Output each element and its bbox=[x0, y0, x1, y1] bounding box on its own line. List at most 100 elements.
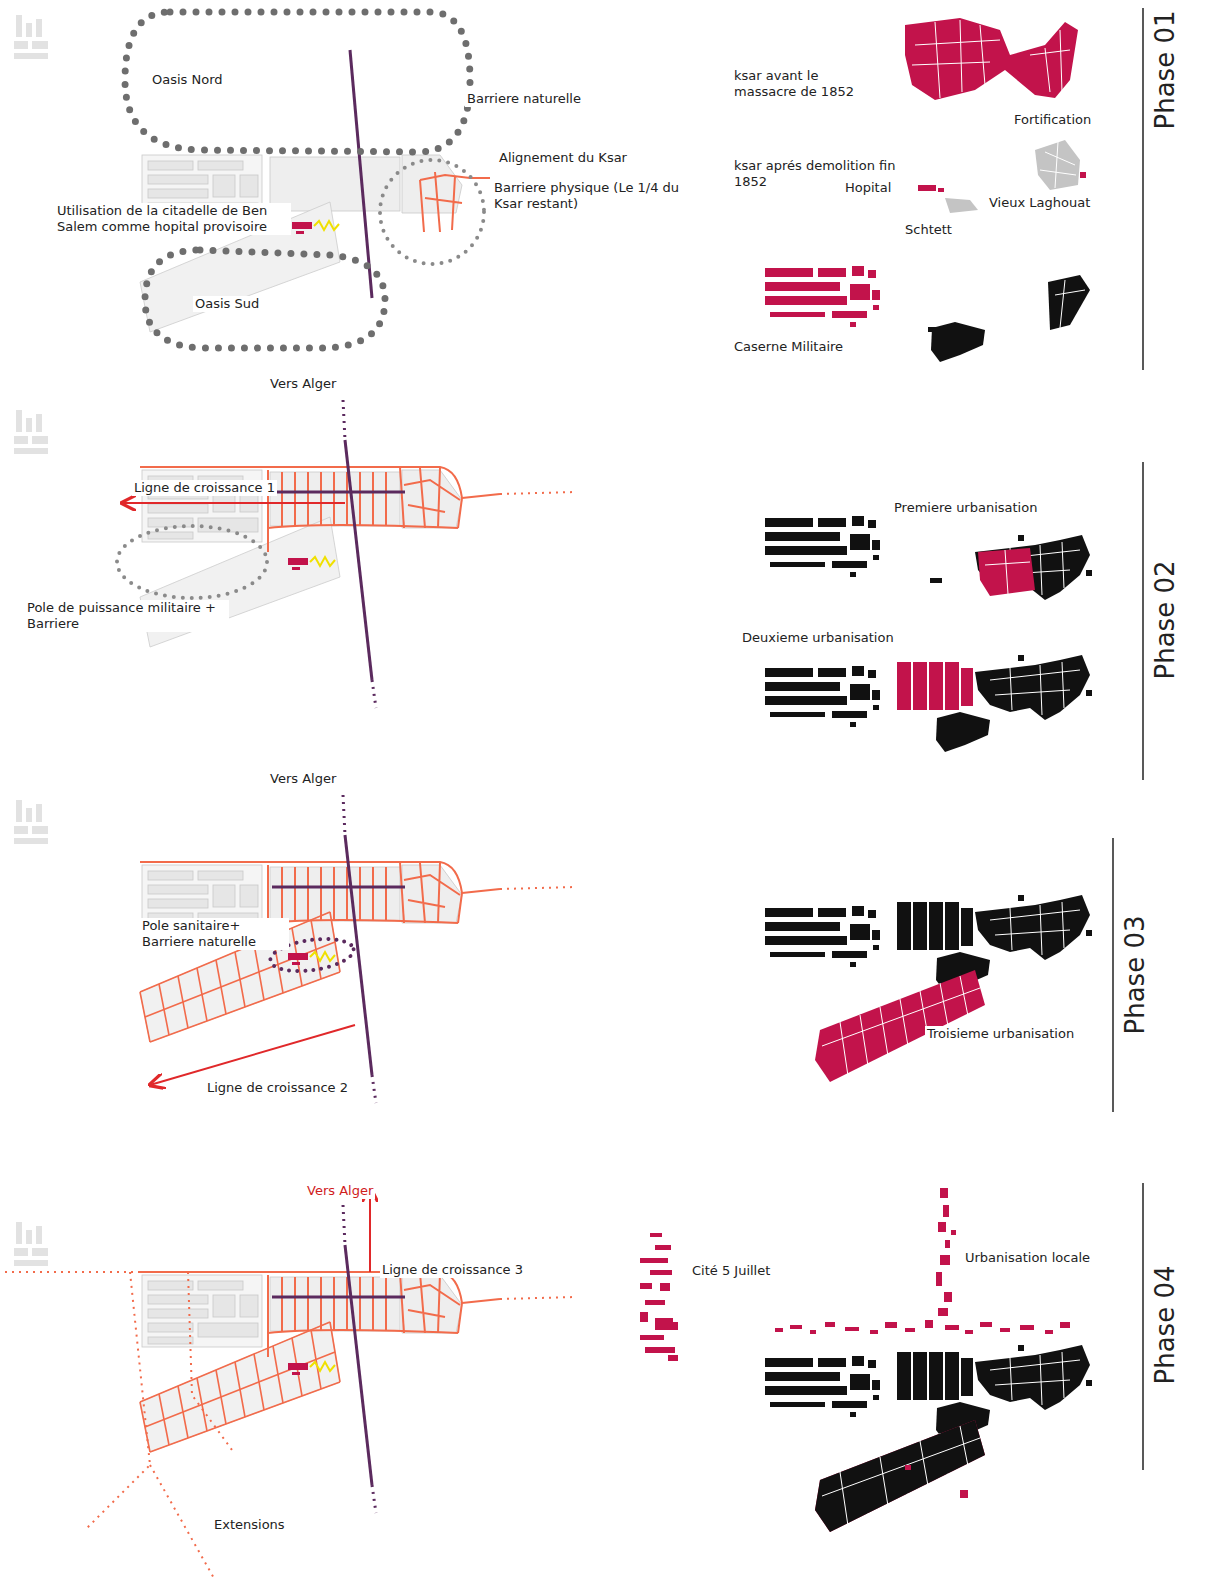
direction-label: Vers Alger bbox=[305, 1183, 375, 1199]
extension-roads bbox=[150, 1465, 215, 1580]
stage-label: Deuxieme urbanisation bbox=[740, 630, 896, 646]
cite-blocks bbox=[670, 1322, 678, 1330]
phase-04-blocks bbox=[640, 1188, 1092, 1532]
local-urbanisation bbox=[825, 1322, 835, 1327]
phase-label: Phase 03 bbox=[1120, 913, 1150, 1038]
block-label: Schtett bbox=[903, 222, 954, 238]
local-urbanisation bbox=[775, 1188, 1070, 1498]
growth-label: Ligne de croissance 1 bbox=[132, 480, 277, 496]
phase-04-blocks bbox=[990, 1352, 1080, 1405]
cite-blocks bbox=[668, 1355, 678, 1361]
phase-02-plan bbox=[343, 400, 376, 708]
local-urbanisation bbox=[790, 1325, 802, 1329]
local-urbanisation bbox=[870, 1330, 878, 1334]
phase-02-plan bbox=[272, 492, 405, 493]
phase-01-blocks bbox=[938, 188, 944, 192]
phase-03-blocks bbox=[975, 895, 1092, 960]
cite-blocks bbox=[640, 1258, 668, 1263]
cite-blocks bbox=[660, 1283, 670, 1291]
phase-04-plan bbox=[140, 1205, 575, 1513]
phase-03-plan bbox=[140, 912, 340, 1042]
stage-label: Urbanisation locale bbox=[963, 1250, 1092, 1266]
phase-04-plan bbox=[272, 1297, 405, 1298]
phase-01-blocks bbox=[1040, 142, 1076, 188]
local-urbanisation bbox=[944, 1292, 952, 1302]
block-label: Caserne Militaire bbox=[732, 339, 845, 355]
extension-roads bbox=[85, 1272, 150, 1530]
local-urbanisation bbox=[1020, 1325, 1034, 1330]
phase-01-blocks bbox=[1055, 280, 1085, 328]
cite-blocks bbox=[640, 1283, 652, 1289]
phase-02-blocks bbox=[985, 550, 1030, 594]
phase-02-blocks bbox=[765, 516, 880, 577]
phase-02-blocks bbox=[975, 655, 1092, 720]
phase-label: Phase 01 bbox=[1150, 8, 1180, 133]
phase-01-plan bbox=[380, 160, 484, 264]
phase-01-plan bbox=[125, 12, 470, 152]
phase-04-plan bbox=[140, 1322, 340, 1452]
annotation: Extensions bbox=[212, 1517, 287, 1533]
phase-divider bbox=[1142, 8, 1144, 370]
phase-02-blocks bbox=[930, 578, 942, 583]
local-urbanisation bbox=[940, 1255, 950, 1265]
local-urbanisation bbox=[943, 1205, 949, 1217]
phase-divider bbox=[1112, 838, 1114, 1112]
phase-04-blocks bbox=[815, 1420, 985, 1532]
phase-04-plan bbox=[140, 1322, 340, 1452]
phase-04-blocks bbox=[822, 1426, 980, 1526]
phase-01-plan bbox=[125, 12, 470, 348]
local-urbanisation bbox=[965, 1330, 973, 1334]
local-urbanisation bbox=[940, 1188, 948, 1198]
local-urbanisation bbox=[885, 1322, 897, 1328]
cite-blocks bbox=[640, 1335, 664, 1340]
phase-03-blocks bbox=[990, 902, 1080, 955]
cite-blocks bbox=[650, 1233, 662, 1237]
barrier-label: Barriere naturelle bbox=[465, 91, 583, 107]
local-urbanisation bbox=[951, 1230, 956, 1235]
local-urbanisation bbox=[1000, 1328, 1010, 1332]
stage-label: Premiere urbanisation bbox=[892, 500, 1039, 516]
phase-03-plan bbox=[140, 912, 340, 1042]
phase-01-plan bbox=[145, 250, 385, 348]
phase-04-blocks bbox=[897, 1352, 973, 1400]
growth-arrow bbox=[369, 1188, 371, 1272]
phase-label: Phase 04 bbox=[1150, 1263, 1180, 1388]
region-label: Oasis Sud bbox=[193, 296, 261, 312]
ksar-streets bbox=[420, 172, 490, 232]
local-urbanisation bbox=[945, 1240, 950, 1248]
phase-label: Phase 02 bbox=[1150, 558, 1180, 683]
phase-02-blocks bbox=[990, 662, 1080, 715]
annotation: Utilisation de la citadelle de Ben Salem… bbox=[55, 203, 291, 235]
cite-blocks bbox=[640, 1233, 678, 1361]
faint-icon bbox=[14, 410, 48, 454]
phase-04-blocks bbox=[975, 1345, 1092, 1410]
phase-03-plan bbox=[343, 795, 376, 1103]
phase-01-plan bbox=[125, 12, 490, 348]
direction-label: Vers Alger bbox=[268, 771, 338, 787]
annotation: Pole sanitaire+ Barriere naturelle bbox=[140, 918, 289, 950]
direction-label: Vers Alger bbox=[268, 376, 338, 392]
local-urbanisation bbox=[980, 1322, 992, 1327]
annotation: Pole de puissance militaire + Barriere bbox=[25, 600, 229, 632]
block-label: Hopital bbox=[843, 180, 893, 196]
local-urbanisation bbox=[945, 1325, 959, 1330]
cite-blocks bbox=[640, 1312, 648, 1322]
phase-04-plan bbox=[288, 1362, 335, 1375]
annotation: Barriere physique (Le 1/4 du Ksar restan… bbox=[492, 180, 686, 212]
growth-label: Ligne de croissance 3 bbox=[380, 1262, 525, 1278]
phase-01-blocks bbox=[928, 327, 940, 332]
phase-01-blocks bbox=[1080, 172, 1086, 178]
local-urbanisation bbox=[960, 1490, 968, 1498]
phase-divider bbox=[1142, 1183, 1144, 1470]
cite-blocks bbox=[645, 1300, 665, 1305]
phase-divider bbox=[1142, 462, 1144, 780]
phase-04-blocks bbox=[765, 1356, 880, 1417]
local-urbanisation bbox=[936, 1272, 942, 1286]
local-urbanisation bbox=[905, 1465, 911, 1470]
local-urbanisation bbox=[905, 1328, 915, 1332]
local-urbanisation bbox=[775, 1328, 783, 1332]
phase-01-blocks bbox=[1035, 140, 1080, 190]
phase-02-plan bbox=[288, 557, 335, 570]
phase-02-blocks bbox=[936, 712, 990, 752]
